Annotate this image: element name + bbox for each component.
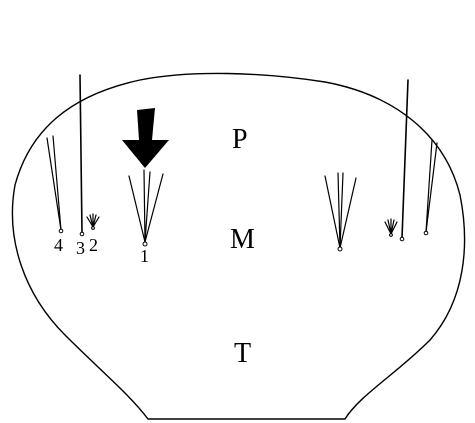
seta-label-4: 4 — [54, 235, 63, 255]
seta-2-right — [385, 219, 397, 236]
region-label-t: T — [234, 338, 251, 369]
seta-label-2: 2 — [89, 235, 98, 255]
seta-1-right — [325, 173, 356, 251]
seta-2 — [87, 214, 99, 229]
seta-1 — [129, 170, 163, 246]
seta-4-right — [424, 140, 437, 235]
seta-label-1: 1 — [140, 246, 149, 266]
region-label-m: M — [230, 224, 255, 255]
seta-3 — [80, 75, 84, 236]
pointer-arrow — [122, 108, 169, 168]
seta-3-right — [400, 80, 408, 241]
region-label-p: P — [232, 124, 248, 155]
seta-4 — [47, 136, 63, 233]
right-seta-group — [325, 80, 437, 251]
seta-label-3: 3 — [76, 238, 85, 258]
